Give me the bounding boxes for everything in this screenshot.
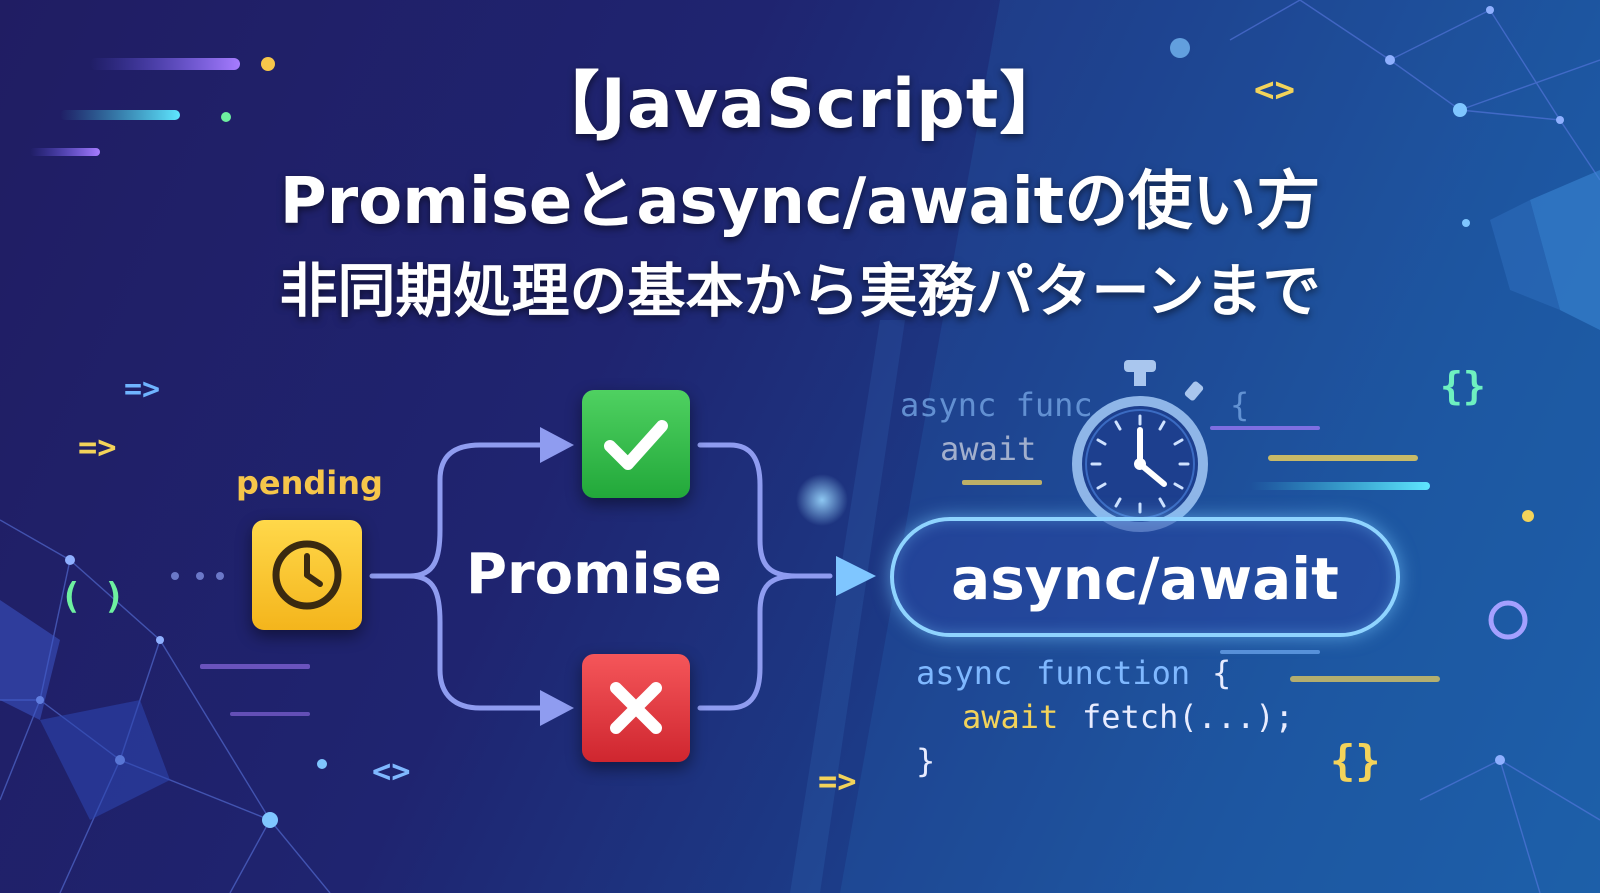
arrow-symbol: => xyxy=(818,762,857,800)
title-line-2: Promiseとasync/awaitの使い方 xyxy=(279,165,1321,239)
brace-symbol: {} xyxy=(1330,736,1381,785)
check-icon xyxy=(604,420,668,470)
pending-state-tile xyxy=(252,520,362,630)
rejected-state-tile xyxy=(582,654,690,762)
async-await-label: async/await xyxy=(951,545,1339,613)
code-fetch-call: fetch(...); xyxy=(1082,698,1294,736)
stopwatch-icon xyxy=(1072,360,1208,532)
arrow-symbol: => xyxy=(78,428,117,466)
tag-symbol: <> xyxy=(372,752,411,790)
faded-code-line-1-brace: { xyxy=(1230,386,1250,424)
clock-icon xyxy=(272,540,342,610)
promise-label: Promise xyxy=(466,542,722,607)
paren-symbol: ( ) xyxy=(60,576,126,617)
code-open-brace: { xyxy=(1212,654,1232,692)
faded-code-line-1: async func xyxy=(900,386,1093,424)
code-await-keyword: await xyxy=(962,698,1059,736)
async-await-pill: async/await xyxy=(890,517,1400,637)
title-line-1: 【JavaScript】 xyxy=(531,65,1069,144)
code-function-keyword: function xyxy=(1036,654,1191,692)
title-line-3: 非同期処理の基本から実務パターンまで xyxy=(279,257,1321,325)
resolved-state-tile xyxy=(582,390,690,498)
pending-label: pending xyxy=(236,464,383,502)
tag-symbol: <> xyxy=(1254,70,1295,110)
code-async-keyword: async xyxy=(916,654,1013,692)
arrow-symbol: => xyxy=(124,372,161,407)
x-icon xyxy=(610,682,662,734)
brace-symbol: {} xyxy=(1440,364,1486,408)
flow-connectors xyxy=(369,442,833,711)
faded-code-line-2: await xyxy=(940,430,1037,468)
code-close-brace: } xyxy=(916,742,936,780)
